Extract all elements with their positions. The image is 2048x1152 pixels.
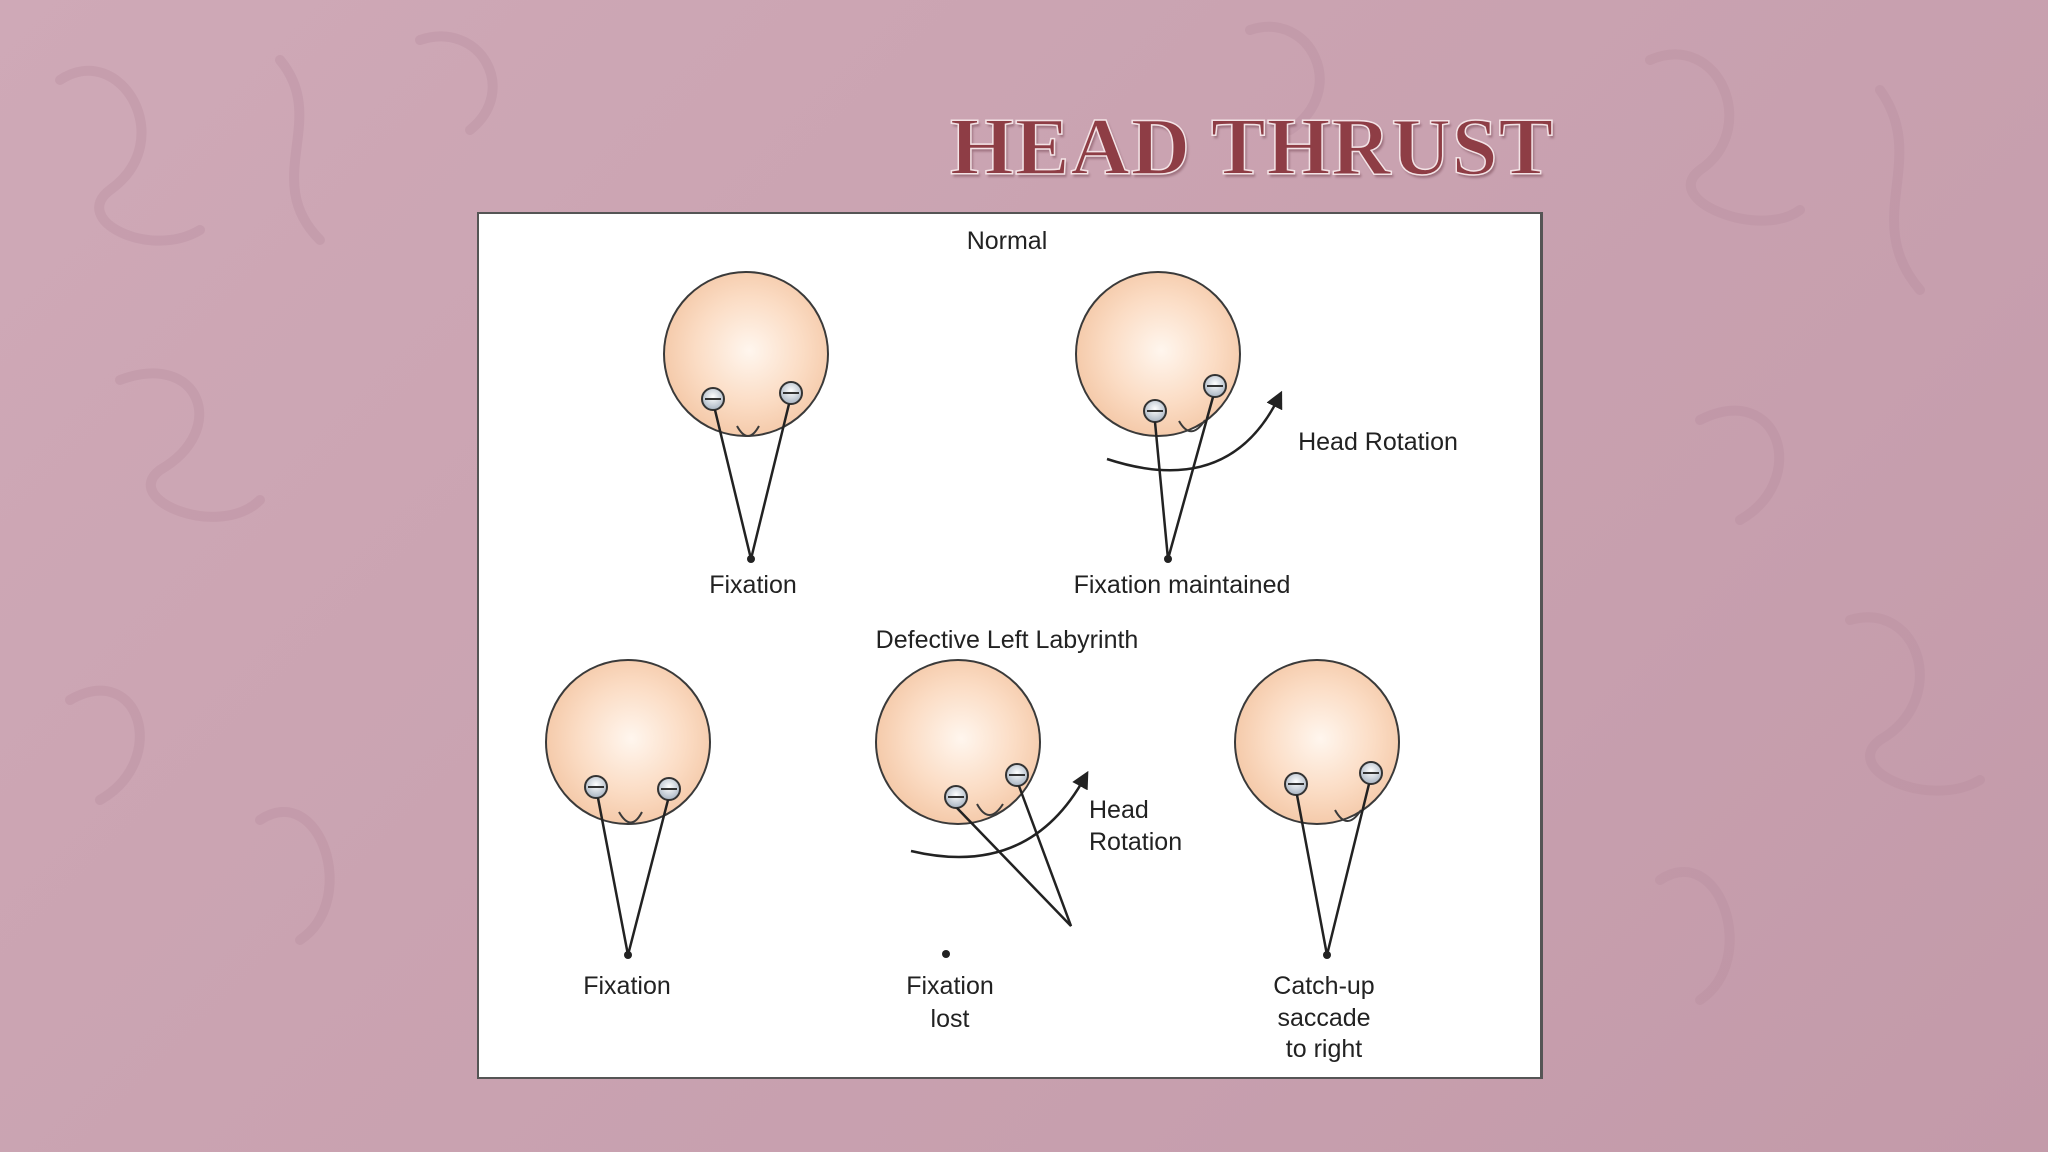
defective-head-rotation-label-2: Rotation (1089, 828, 1182, 856)
normal-fixation-head (663, 271, 829, 563)
fixation-maintained-label: Fixation maintained (1074, 571, 1291, 599)
eye-icon (944, 785, 968, 809)
target-dot (1323, 951, 1331, 959)
defective-fixation-label: Fixation (583, 972, 671, 1000)
nose-icon (976, 803, 1004, 816)
normal-head-rotation-label: Head Rotation (1298, 428, 1458, 456)
target-dot (1164, 555, 1172, 563)
head-rotation-arrow (1106, 390, 1283, 472)
eye-icon (701, 387, 725, 411)
nose-icon (618, 811, 643, 824)
eye-icon (584, 775, 608, 799)
nose-icon (736, 425, 760, 437)
eye-icon (657, 777, 681, 801)
fixation-lost-label-1: Fixation (906, 972, 994, 1000)
catchup-label-1: Catch-up (1273, 972, 1374, 1000)
defective-head-rotation-label-1: Head (1089, 796, 1149, 824)
eye-icon (1359, 761, 1383, 785)
normal-heading: Normal (967, 227, 1048, 255)
eye-icon (1005, 763, 1029, 787)
target-dot (747, 555, 755, 563)
slide-title: HEAD THRUST (949, 100, 1555, 193)
normal-fixation-label: Fixation (709, 571, 797, 599)
head-rotation-arrow (910, 770, 1089, 859)
normal-rotated-head (1075, 271, 1283, 563)
defective-fixation-head (545, 659, 711, 959)
defective-rotated-head (875, 659, 1089, 958)
target-dot (624, 951, 632, 959)
catchup-saccade-head (1234, 659, 1400, 959)
eye-icon (1203, 374, 1227, 398)
head-thrust-diagram: Normal Defective Left Labyrinth Fixation… (477, 212, 1543, 1079)
nose-icon (1178, 419, 1206, 433)
eye-icon (1143, 399, 1167, 423)
nose-icon (1334, 809, 1362, 822)
eye-icon (1284, 772, 1308, 796)
defective-heading: Defective Left Labyrinth (876, 626, 1139, 654)
fixation-lost-label-2: lost (931, 1005, 970, 1033)
catchup-label-3: to right (1286, 1035, 1362, 1063)
catchup-label-2: saccade (1277, 1004, 1370, 1032)
eye-icon (779, 381, 803, 405)
lost-target-dot (942, 950, 950, 958)
